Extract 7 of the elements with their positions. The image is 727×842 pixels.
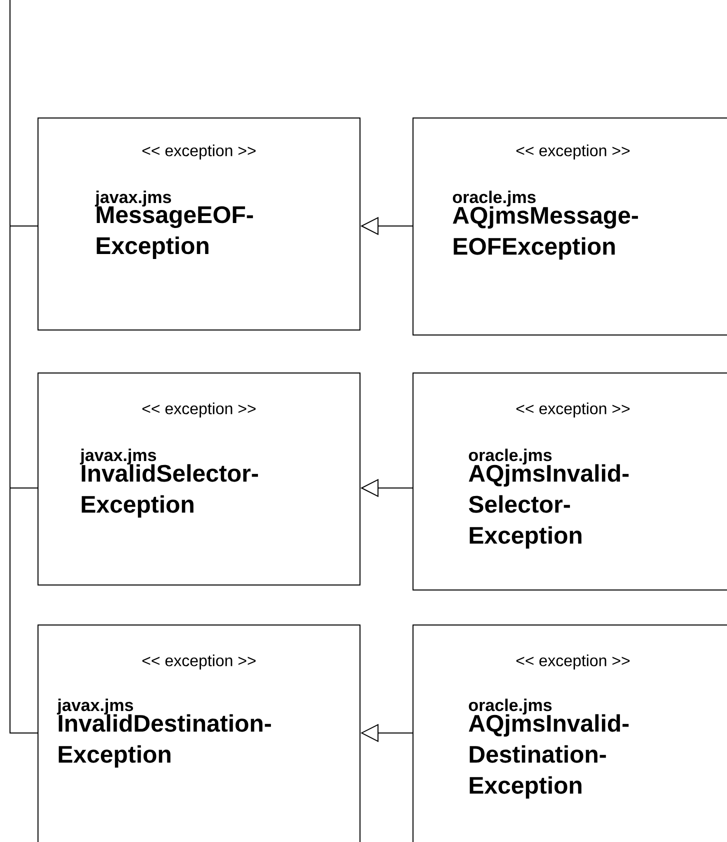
class-box: << exception >> javax.jms MessageEOF- Exception — [38, 118, 360, 330]
inheritance-line — [10, 0, 38, 734]
class-box: << exception >> oracle.jms AQjmsMessage- EOFException — [412, 118, 727, 336]
class-box: << exception >> oracle.jms AQjmsInvalid- Destination- Exception — [412, 624, 727, 842]
class-box: << exception >> javax.jms InvalidDestination- Exception — [38, 624, 360, 842]
class-box: << exception >> javax.jms InvalidSelector- Exception — [38, 372, 360, 586]
class-box: << exception >> oracle.jms AQjmsInvalid- Selector- Exception — [412, 372, 727, 590]
